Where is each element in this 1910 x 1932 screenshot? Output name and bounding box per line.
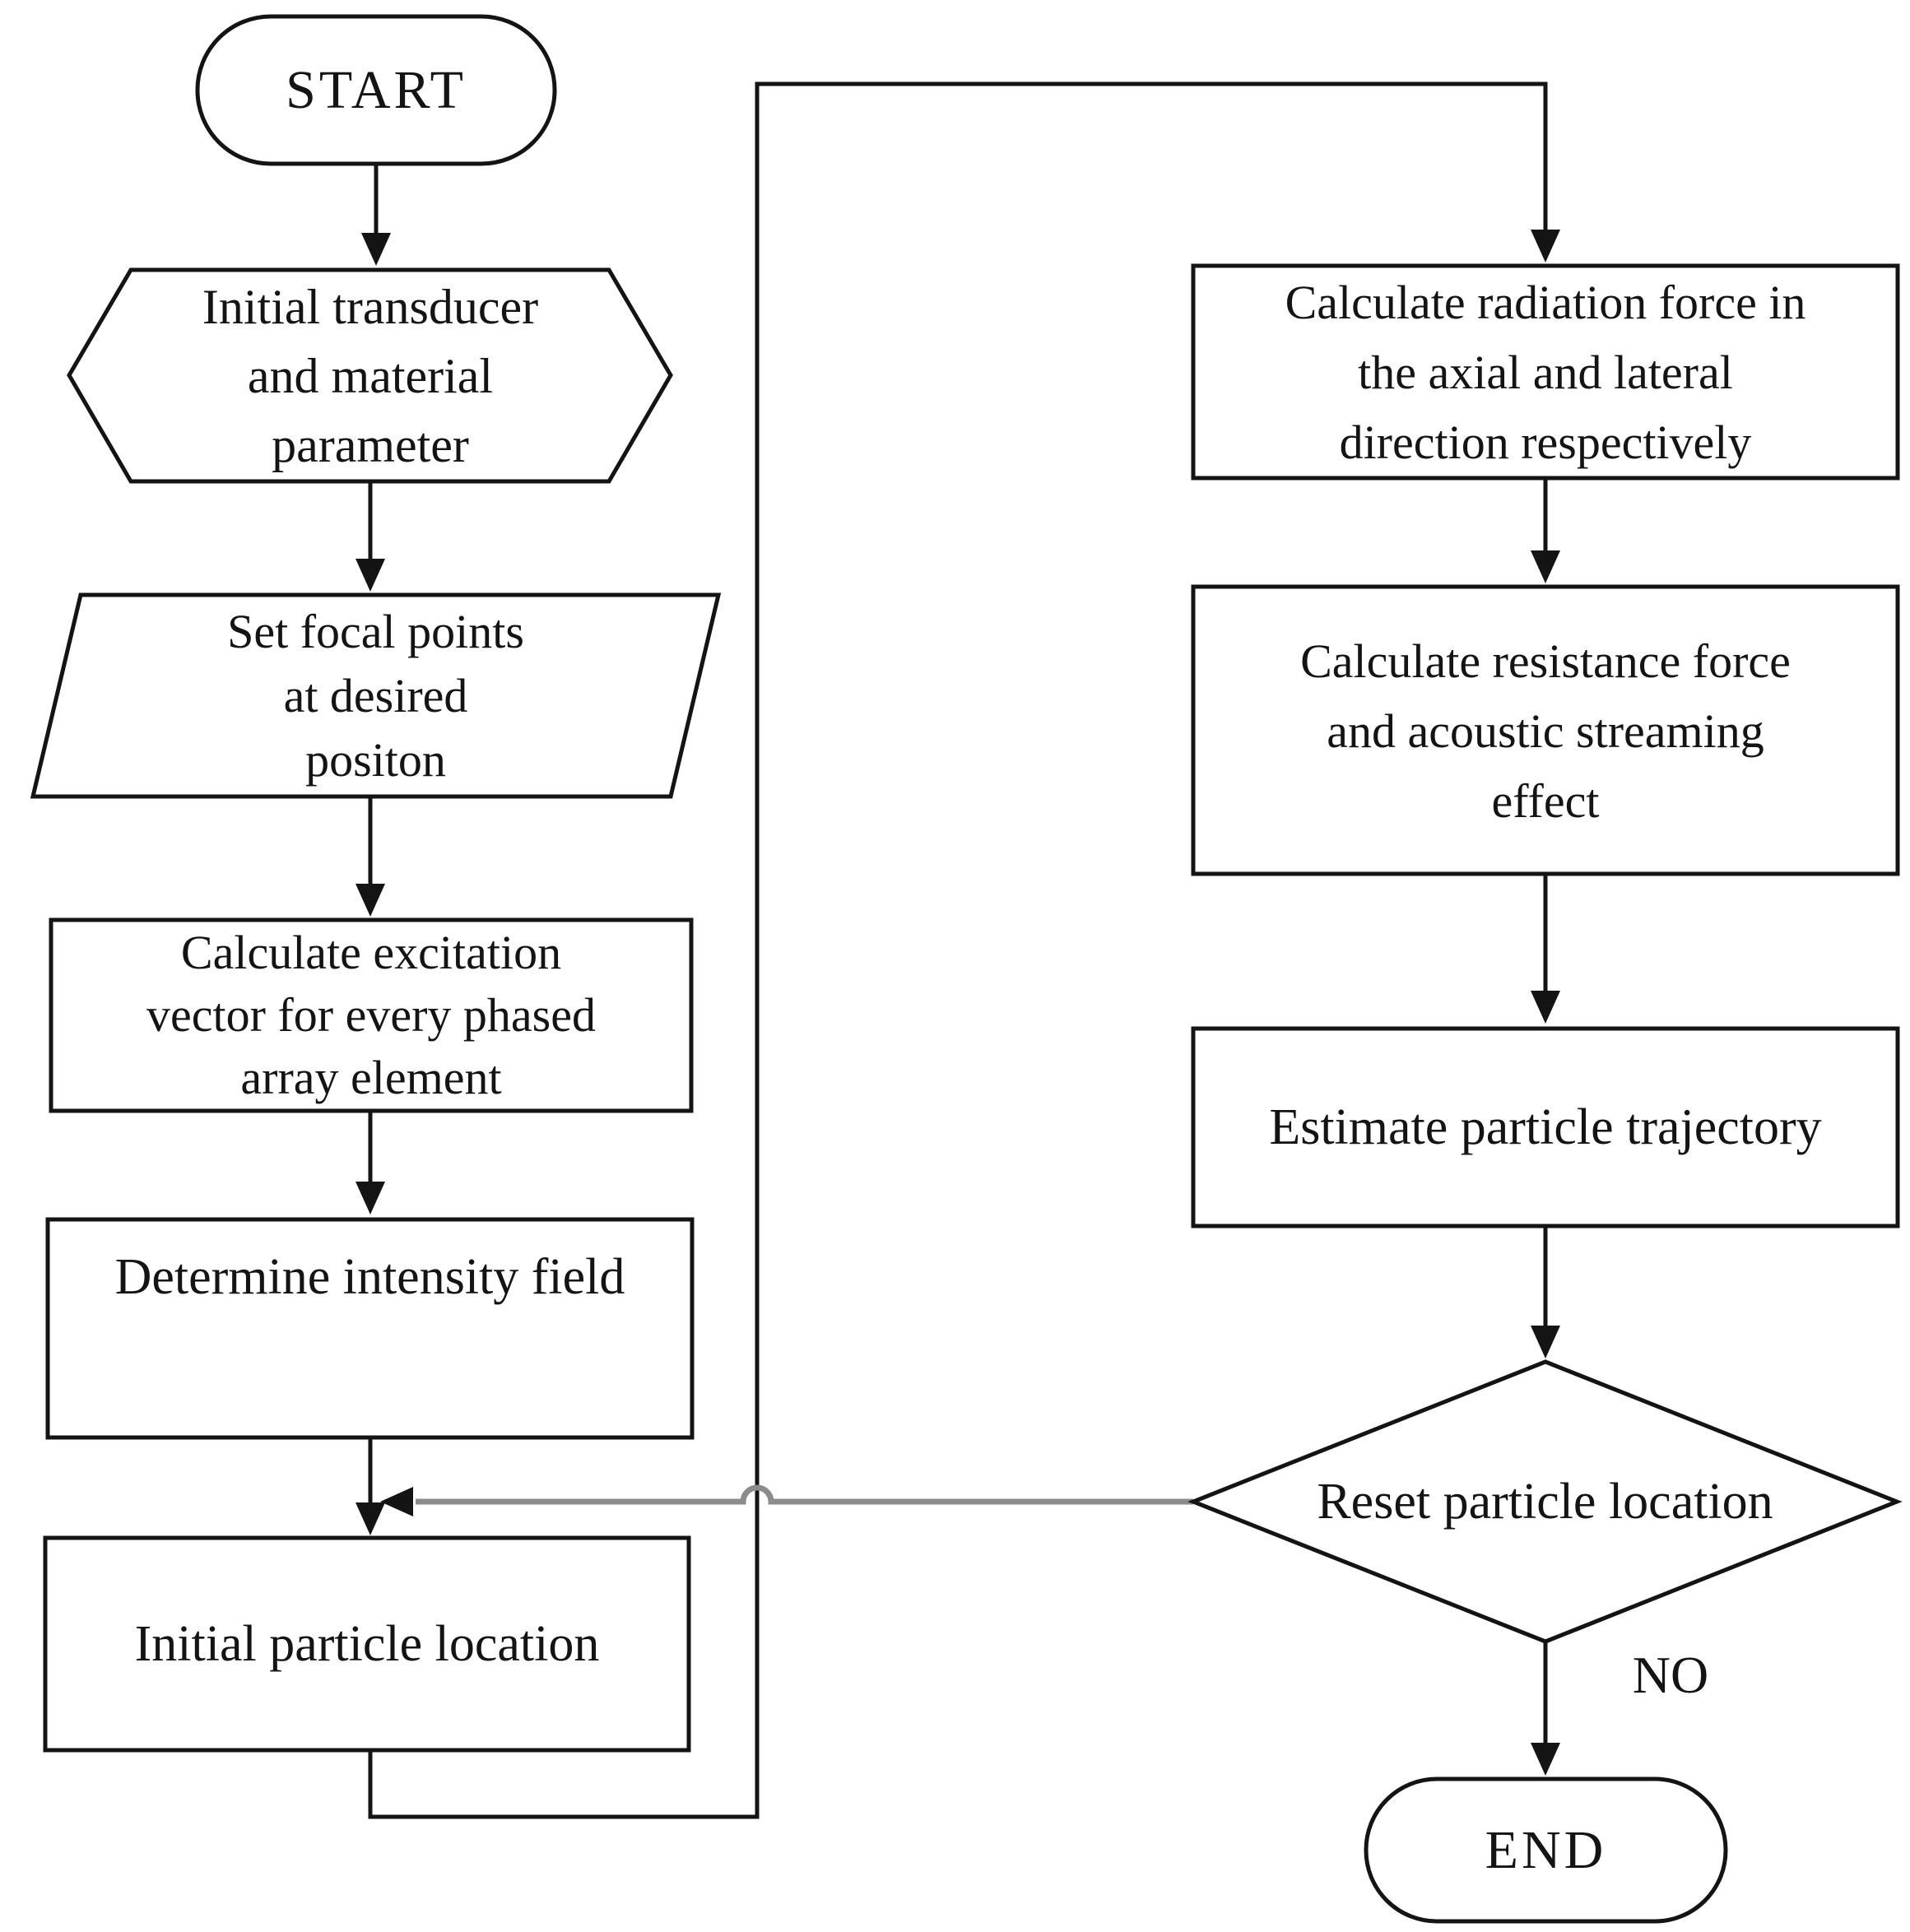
arrowhead-into-excitation xyxy=(356,884,385,917)
edge-loop-particle-to-radiation xyxy=(368,81,1548,1819)
arrowhead-into-trajectory xyxy=(1531,991,1560,1024)
calc-excitation-node-label: Calculate excitation vector for every ph… xyxy=(146,926,596,1104)
init-particle-node-label: Initial particle location xyxy=(134,1616,600,1672)
edge-feedback-reset-to-particle xyxy=(416,1484,1193,1505)
arrowhead-into-end xyxy=(1531,1743,1560,1776)
arrowhead-into-resistance xyxy=(1531,550,1560,583)
determine-intensity-node-label: Determine intensity field xyxy=(114,1249,625,1305)
end-node-label: END xyxy=(1485,1819,1607,1880)
calc-radiation-node-shape xyxy=(1191,263,1900,481)
no-branch-label: NO xyxy=(1632,1645,1709,1704)
end-node-shape xyxy=(1364,1776,1728,1924)
set-focal-node-shape xyxy=(30,592,722,799)
set-focal-node-label: Set focal points at desired positon xyxy=(227,604,524,787)
reset-particle-decision-label: Reset particle location xyxy=(1317,1474,1773,1530)
arrowhead-into-reset xyxy=(1531,1326,1560,1358)
calc-excitation-node-shape xyxy=(49,917,694,1113)
reset-particle-decision-shape xyxy=(1187,1359,1903,1644)
arrowhead-feedback-left xyxy=(380,1487,413,1516)
calc-resistance-node-label: Calculate resistance force and acoustic … xyxy=(1300,634,1791,828)
estimate-trajectory-node-label: Estimate particle trajectory xyxy=(1269,1099,1822,1155)
init-particle-node-shape xyxy=(43,1535,691,1753)
calc-resistance-node-shape xyxy=(1191,584,1900,876)
arrowhead-into-setfocal xyxy=(356,559,385,592)
arrowhead-into-radiation xyxy=(1531,230,1560,262)
arrowhead-into-particle xyxy=(356,1502,385,1535)
determine-intensity-node-shape xyxy=(45,1217,695,1440)
calc-radiation-node-label: Calculate radiation force in the axial a… xyxy=(1285,275,1806,469)
arrowhead-into-intensity xyxy=(356,1182,385,1214)
estimate-trajectory-node-shape xyxy=(1191,1026,1900,1228)
init-params-node-label: Initial transducer and material paramete… xyxy=(202,279,539,472)
init-params-node-shape xyxy=(67,267,673,484)
arrowhead-into-initparams xyxy=(361,233,391,266)
start-node-label: START xyxy=(286,59,467,120)
start-node-shape xyxy=(195,14,557,166)
